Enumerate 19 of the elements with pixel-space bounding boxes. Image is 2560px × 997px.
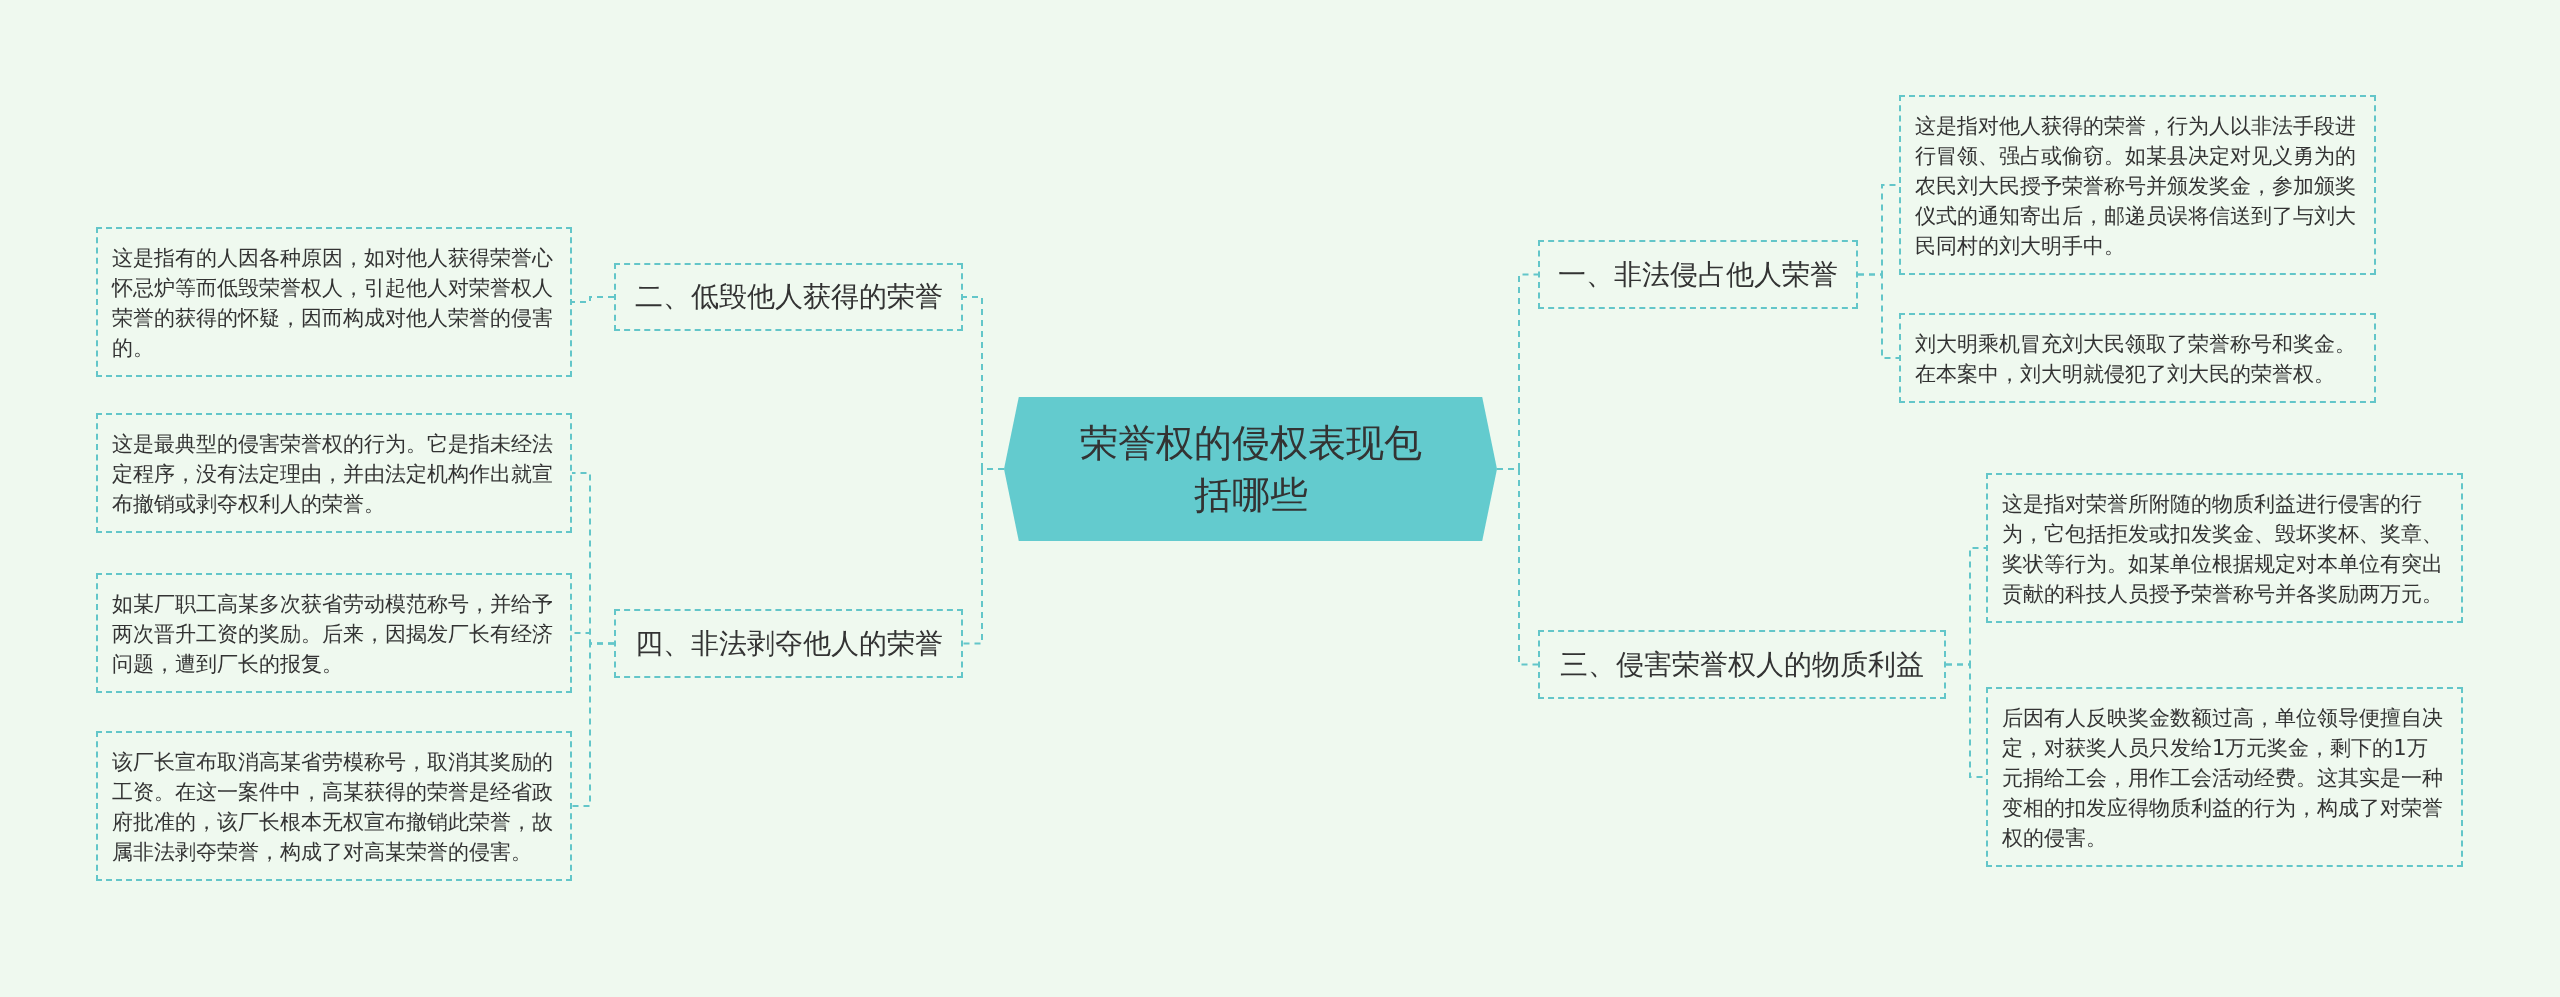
topic-hexagon: [1004, 397, 1497, 541]
topic-title: 荣誉权的侵权表现包括哪些: [1078, 420, 1423, 519]
branch-box: 三、侵害荣誉权人的物质利益: [1538, 630, 1946, 699]
note-box: 刘大明乘机冒充刘大民领取了荣誉称号和奖金。在本案中，刘大明就侵犯了刘大民的荣誉权。: [1899, 313, 2376, 403]
branch-box: 四、非法剥夺他人的荣誉: [614, 609, 963, 678]
branch-box: 二、低毁他人获得的荣誉: [614, 263, 963, 331]
note-box: 这是指有的人因各种原因，如对他人获得荣誉心怀忌炉等而低毁荣誉权人，引起他人对荣誉权人荣誉的获得的怀疑，因而构成对他人荣誉的侵害的。: [96, 227, 572, 377]
note-box: 这是最典型的侵害荣誉权的行为。它是指未经法定程序，没有法定理由，并由法定机构作出就宣布撤销或剥夺权利人的荣誉。: [96, 413, 572, 533]
connector: [571, 296, 615, 303]
connector: [962, 468, 1005, 645]
connector: [571, 642, 615, 807]
connector: [1496, 468, 1539, 666]
branch-box: 一、非法侵占他人荣誉: [1538, 240, 1858, 309]
note-box: 这是指对他人获得的荣誉，行为人以非法手段进行冒领、强占或偷窃。如某县决定对见义勇为的农民刘大民授予荣誉称号并颁发奖金，参加颁奖仪式的通知寄出后，邮递员误将信送到了与刘大民同村的刘大明手中。: [1899, 95, 2376, 275]
note-box: 这是指对荣誉所附随的物质利益进行侵害的行为，它包括拒发或扣发奖金、毁坏奖杯、奖章、奖状等行为。如某单位根据规定对本单位有突出贡献的科技人员授予荣誉称号并各奖励两万元。: [1986, 473, 2463, 623]
note-box: 如某厂职工高某多次获省劳动模范称号，并给予两次晋升工资的奖励。后来，因揭发厂长有经济问题，遭到厂长的报复。: [96, 573, 572, 693]
note-box: 后因有人反映奖金数额过高，单位领导便擅自决定，对获奖人员只发给1万元奖金，剩下的1万元捐给工会，用作工会活动经费。这其实是一种变相的扣发应得物质利益的行为，构成了对荣誉权的侵害。: [1986, 687, 2463, 867]
note-box: 该厂长宣布取消高某省劳模称号，取消其奖励的工资。在这一案件中，高某获得的荣誉是经省政府批准的，该厂长根本无权宣布撤销此荣誉，故属非法剥夺荣誉，构成了对高某荣誉的侵害。: [96, 731, 572, 881]
connector: [1857, 273, 1900, 359]
